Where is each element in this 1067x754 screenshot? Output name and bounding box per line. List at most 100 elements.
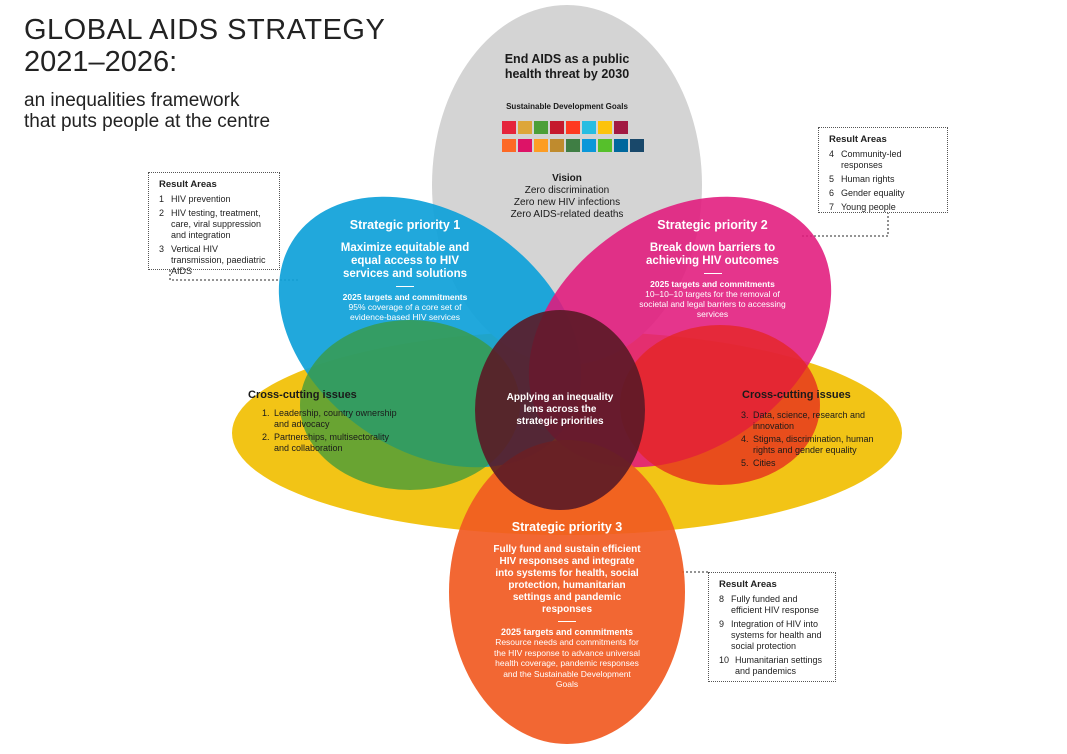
item-number: 2.: [262, 432, 270, 442]
sp3-block: Strategic priority 3 Fully fund and sust…: [487, 520, 647, 690]
list-item: 3 Vertical HIV transmission, paediatric A…: [159, 244, 269, 277]
item-text: Vertical HIV transmission, paediatric AI…: [171, 244, 266, 276]
item-number: 4: [829, 149, 835, 159]
list-item: 4 Community-led responses: [829, 149, 937, 171]
sp3-title: Strategic priority 3: [511, 520, 623, 534]
sp1-targets-title: 2025 targets and commitments: [342, 292, 468, 302]
list-item: 7 Young people: [829, 202, 937, 213]
sdg-row-1: [502, 121, 628, 134]
item-text: Community-led responses: [841, 149, 902, 170]
sp1-title: Strategic priority 1: [349, 218, 461, 232]
vision-item: Zero new HIV infections: [513, 197, 621, 208]
right-overlap: [620, 325, 820, 485]
sdg-icon: [614, 139, 628, 152]
item-text: Human rights: [841, 174, 895, 184]
page-title: GLOBAL AIDS STRATEGY: [24, 14, 386, 46]
sp3-headline: Fully fund and sustain efficient HIV res…: [493, 544, 641, 615]
sdg-icon: [566, 121, 580, 134]
list-item: 1 HIV prevention: [159, 194, 269, 205]
item-number: 1: [159, 194, 165, 204]
sdg-icon: [534, 121, 548, 134]
item-number: 5: [829, 174, 835, 184]
sdg-icon: [598, 121, 612, 134]
list-item: 2 HIV testing, treatment, care, viral sup…: [159, 208, 269, 241]
item-text: Data, science, research and innovation: [753, 410, 866, 431]
item-number: 4.: [741, 434, 749, 444]
sp1-block: Strategic priority 1 Maximize equitable …: [330, 218, 480, 322]
list-item: 9 Integration of HIV into systems for hea…: [719, 619, 825, 652]
sdg-icon: [614, 121, 628, 134]
sp3-ellipse: [449, 440, 685, 744]
list-item: 5 Human rights: [829, 174, 937, 185]
list-item: 2. Partnerships, multisectorality and col…: [262, 432, 397, 454]
result-areas-title: Result Areas: [159, 179, 217, 190]
item-number: 1.: [262, 408, 270, 418]
sp2-headline: Break down barriers to achieving HIV out…: [646, 242, 779, 267]
item-text: Gender equality: [841, 188, 905, 198]
result-areas-box-1: Result Areas 1 HIV prevention 2 HIV testin…: [148, 172, 280, 276]
sp2-targets-title: 2025 targets and commitments: [650, 279, 775, 289]
item-number: 3.: [741, 410, 749, 420]
result-areas-title: Result Areas: [829, 134, 887, 145]
sp1-headline: Maximize equitable and equal access to H…: [340, 242, 470, 280]
item-text: Stigma, discrimination, human rights and…: [753, 434, 874, 455]
sp2-targets-text: 10–10–10 targets for the removal of soci…: [639, 289, 786, 319]
cross-left-title: Cross-cutting issues: [248, 389, 357, 401]
list-item: 3. Data, science, research and innovation: [741, 410, 876, 432]
sdg-label: Sustainable Development Goals: [506, 102, 628, 111]
page-subtitle-line2: that puts people at the centre: [24, 111, 271, 132]
list-item: 6 Gender equality: [829, 188, 937, 199]
cross-left-list: 1. Leadership, country ownership and advo…: [262, 408, 397, 456]
vision-item: Zero AIDS-related deaths: [510, 209, 624, 220]
cross-right-list: 3. Data, science, research and innovation…: [741, 410, 876, 471]
sdg-icon: [582, 121, 596, 134]
item-text: Young people: [841, 202, 896, 212]
item-text: Fully funded and efficient HIV response: [731, 594, 819, 615]
item-text: HIV prevention: [171, 194, 231, 204]
center-overlap: [475, 310, 645, 510]
sp2-block: Strategic priority 2 Break down barriers…: [635, 218, 790, 319]
sdg-row-2: [502, 139, 644, 152]
sdg-icon: [550, 139, 564, 152]
sp2-title: Strategic priority 2: [657, 218, 768, 232]
center-text: Applying an inequality lens across the s…: [506, 392, 614, 427]
cross-right-title: Cross-cutting issues: [742, 389, 851, 401]
result-areas-title: Result Areas: [719, 579, 777, 590]
item-number: 2: [159, 208, 165, 218]
sdg-icon: [518, 121, 532, 134]
page-subtitle-line1: an inequalities framework: [24, 90, 240, 111]
sdg-icon: [518, 139, 532, 152]
sdg-icon: [598, 139, 612, 152]
sdg-icon: [582, 139, 596, 152]
list-item: 4. Stigma, discrimination, human rights a…: [741, 434, 876, 456]
vision-title: Vision: [552, 173, 582, 184]
list-item: 1. Leadership, country ownership and advo…: [262, 408, 397, 430]
item-text: Integration of HIV into systems for heal…: [731, 619, 822, 651]
item-text: HIV testing, treatment, care, viral supp…: [171, 208, 262, 240]
item-text: Partnerships, multisectorality and colla…: [274, 432, 390, 453]
sdg-icon: [630, 139, 644, 152]
vision-item: Zero discrimination: [524, 185, 610, 196]
item-number: 7: [829, 202, 835, 212]
item-number: 10: [719, 655, 730, 665]
item-number: 9: [719, 619, 725, 629]
sp3-targets-text: Resource needs and commitments for the H…: [493, 637, 640, 689]
item-text: Humanitarian settings and pandemics: [735, 655, 823, 676]
goal-text: End AIDS as a public health threat by 20…: [504, 52, 630, 81]
divider: [396, 286, 414, 287]
sdg-icon: [502, 121, 516, 134]
item-text: Cities: [753, 458, 776, 468]
item-number: 3: [159, 244, 165, 254]
item-number: 5.: [741, 458, 749, 468]
item-number: 6: [829, 188, 835, 198]
sp3-targets-title: 2025 targets and commitments: [500, 627, 634, 637]
sp1-targets-text: 95% coverage of a core set of evidence-b…: [348, 302, 462, 322]
item-text: Leadership, country ownership and advoca…: [274, 408, 397, 429]
list-item: 5. Cities: [741, 458, 876, 469]
sdg-icon: [534, 139, 548, 152]
vision-block: Vision Zero discrimination Zero new HIV …: [487, 173, 647, 221]
